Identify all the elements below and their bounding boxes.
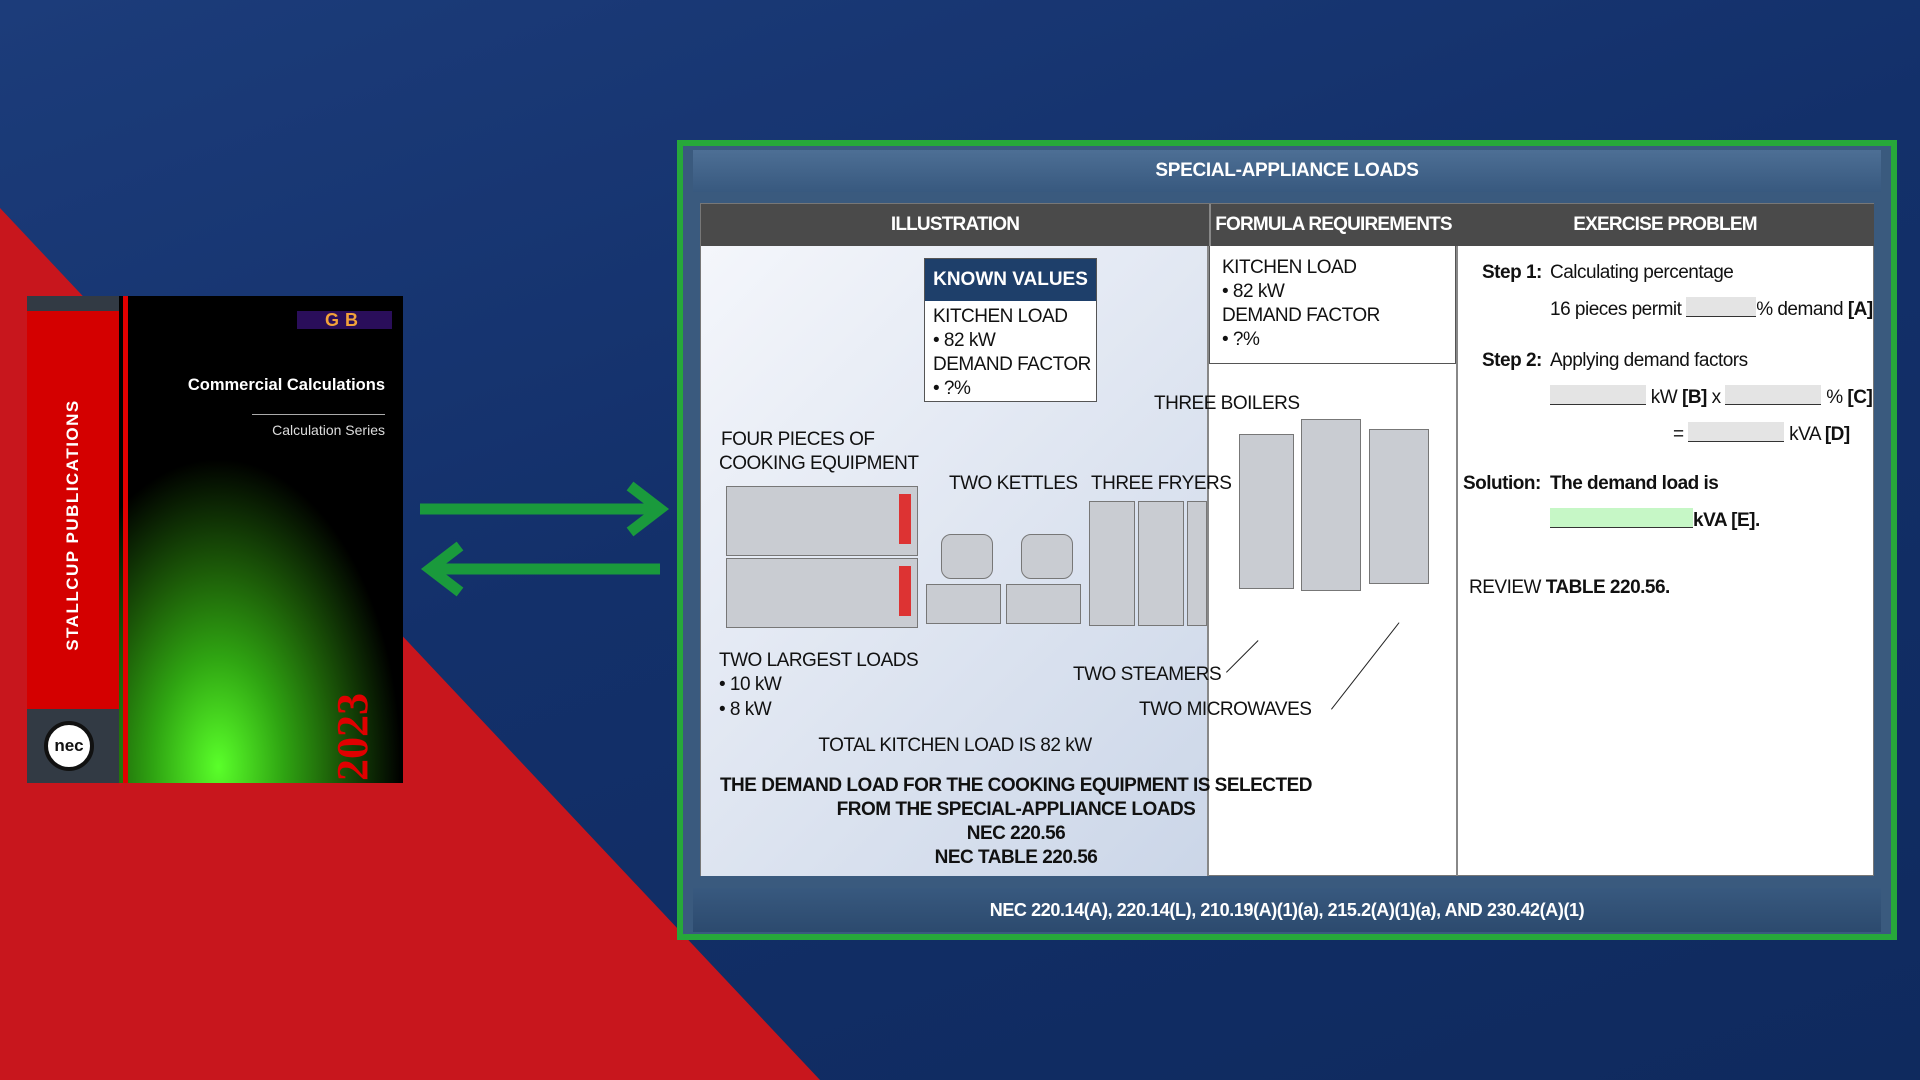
note-line: NEC TABLE 220.56: [934, 847, 1098, 868]
microwave-icon: [1369, 429, 1429, 584]
known-values-box: KNOWN VALUES KITCHEN LOAD • 82 kW DEMAND…: [924, 258, 1097, 402]
title-rule: [252, 414, 385, 415]
formula-line: • 82 kW: [1222, 281, 1285, 302]
formula-box: KITCHEN LOAD • 82 kW DEMAND FACTOR • ?%: [1209, 246, 1456, 364]
note-line: FROM THE SPECIAL-APPLIANCE LOADS: [836, 799, 1196, 820]
label-fryers: THREE FRYERS: [1091, 473, 1232, 494]
step1-line: 16 pieces permit % demand [A]: [1550, 297, 1873, 322]
answer-b-field[interactable]: [1550, 385, 1646, 405]
spine-bottom: nec: [27, 709, 119, 783]
header-formula: FORMULA REQUIREMENTS: [1209, 204, 1456, 246]
kettle-stand-icon: [1006, 584, 1081, 624]
solution-label: Solution:: [1463, 473, 1541, 494]
review-prefix: REVIEW: [1469, 577, 1541, 598]
spine-divider: [123, 296, 128, 783]
illustration-area: KNOWN VALUES KITCHEN LOAD • 82 kW DEMAND…: [701, 246, 1300, 876]
known-value: DEMAND FACTOR: [933, 354, 1091, 375]
slide-panel: SPECIAL-APPLIANCE LOADS ILLUSTRATION FOR…: [677, 140, 1897, 940]
solution-text: The demand load is: [1550, 473, 1719, 494]
oven-icon: [726, 558, 918, 628]
fryer-icon: [1187, 501, 1207, 626]
label-largest: • 8 kW: [719, 699, 772, 720]
formula-line: DEMAND FACTOR: [1222, 305, 1380, 326]
step2-result: = kVA [D]: [1673, 422, 1850, 447]
publisher-name: STALLCUP PUBLICATIONS: [63, 399, 82, 651]
review-table: TABLE 220.56.: [1545, 577, 1671, 598]
header-illustration: ILLUSTRATION: [701, 204, 1209, 246]
book-title: Commercial Calculations: [187, 376, 385, 394]
step1-pre: 16 pieces permit: [1550, 299, 1682, 320]
tag-b: [B]: [1682, 387, 1707, 408]
known-value: • ?%: [933, 378, 971, 399]
formula-line: • ?%: [1222, 329, 1260, 350]
pointer-line: [1226, 640, 1259, 673]
kettle-stand-icon: [926, 584, 1001, 624]
label-largest: TWO LARGEST LOADS: [719, 650, 919, 671]
gb-logo: GB: [297, 311, 392, 329]
book-year: 2023: [328, 693, 377, 781]
label-steamers: TWO STEAMERS: [1073, 664, 1222, 685]
step2-label: Step 2:: [1482, 350, 1542, 371]
spine-top: [27, 296, 119, 311]
oven-icon: [726, 486, 918, 556]
known-values-title: KNOWN VALUES: [925, 259, 1096, 301]
slide-footer: NEC 220.14(A), 220.14(L), 210.19(A)(1)(a…: [693, 888, 1881, 932]
label-largest: • 10 kW: [719, 674, 782, 695]
solution-line: kVA [E].: [1550, 508, 1760, 533]
column-divider: [1456, 246, 1458, 876]
label-four-pieces: COOKING EQUIPMENT: [719, 453, 919, 474]
nec-logo-icon: nec: [44, 721, 94, 771]
unit-kva: kVA: [1789, 424, 1821, 445]
note-line: NEC 220.56: [966, 823, 1066, 844]
boiler-icon: [1301, 419, 1361, 591]
book-cover: STALLCUP PUBLICATIONS nec GB Commercial …: [27, 296, 403, 783]
unit-kw: kW: [1650, 387, 1678, 408]
control-panel-icon: [899, 566, 911, 616]
slide-title: SPECIAL-APPLIANCE LOADS: [693, 150, 1881, 192]
step1-post: % demand: [1756, 299, 1844, 320]
known-value: KITCHEN LOAD: [933, 306, 1068, 327]
answer-a-field[interactable]: [1686, 297, 1757, 317]
kettle-icon: [1021, 534, 1073, 579]
tag-c: [C]: [1847, 387, 1873, 408]
answer-d-field[interactable]: [1688, 422, 1785, 442]
total-load: TOTAL KITCHEN LOAD IS 82 kW: [818, 735, 1092, 756]
times-sign: x: [1711, 387, 1722, 408]
formula-line: KITCHEN LOAD: [1222, 257, 1357, 278]
spine: STALLCUP PUBLICATIONS: [27, 311, 119, 709]
book-subtitle: Calculation Series: [272, 422, 385, 438]
tag-a: [A]: [1847, 299, 1873, 320]
steamer-icon: [1239, 434, 1294, 589]
answer-c-field[interactable]: [1725, 385, 1822, 405]
label-kettles: TWO KETTLES: [949, 473, 1078, 494]
kettle-icon: [941, 534, 993, 579]
step1-title: Calculating percentage: [1550, 262, 1734, 283]
step2-line: kW [B] x % [C]: [1550, 385, 1873, 410]
cover-graphic: [119, 456, 403, 783]
note-line: THE DEMAND LOAD FOR THE COOKING EQUIPMEN…: [719, 775, 1313, 796]
fryer-icon: [1138, 501, 1184, 626]
solution-unit: kVA [E].: [1693, 510, 1760, 531]
label-boilers: THREE BOILERS: [1154, 393, 1300, 414]
pointer-line: [1331, 622, 1400, 710]
tag-d: [D]: [1824, 424, 1850, 445]
equals-sign: =: [1673, 424, 1684, 445]
content-table: ILLUSTRATION FORMULA REQUIREMENTS EXERCI…: [700, 203, 1874, 876]
answer-e-field[interactable]: [1550, 508, 1693, 528]
review-note: REVIEW TABLE 220.56.: [1469, 576, 1670, 600]
unit-percent: %: [1826, 387, 1843, 408]
fryer-icon: [1089, 501, 1135, 626]
label-four-pieces: FOUR PIECES OF: [721, 429, 875, 450]
step2-title: Applying demand factors: [1550, 350, 1748, 371]
known-value: • 82 kW: [933, 330, 996, 351]
double-arrow-icon: [420, 481, 670, 597]
header-exercise: EXERCISE PROBLEM: [1456, 204, 1874, 246]
control-panel-icon: [899, 494, 911, 544]
step1-label: Step 1:: [1482, 262, 1542, 283]
label-microwaves: TWO MICROWAVES: [1139, 699, 1312, 720]
